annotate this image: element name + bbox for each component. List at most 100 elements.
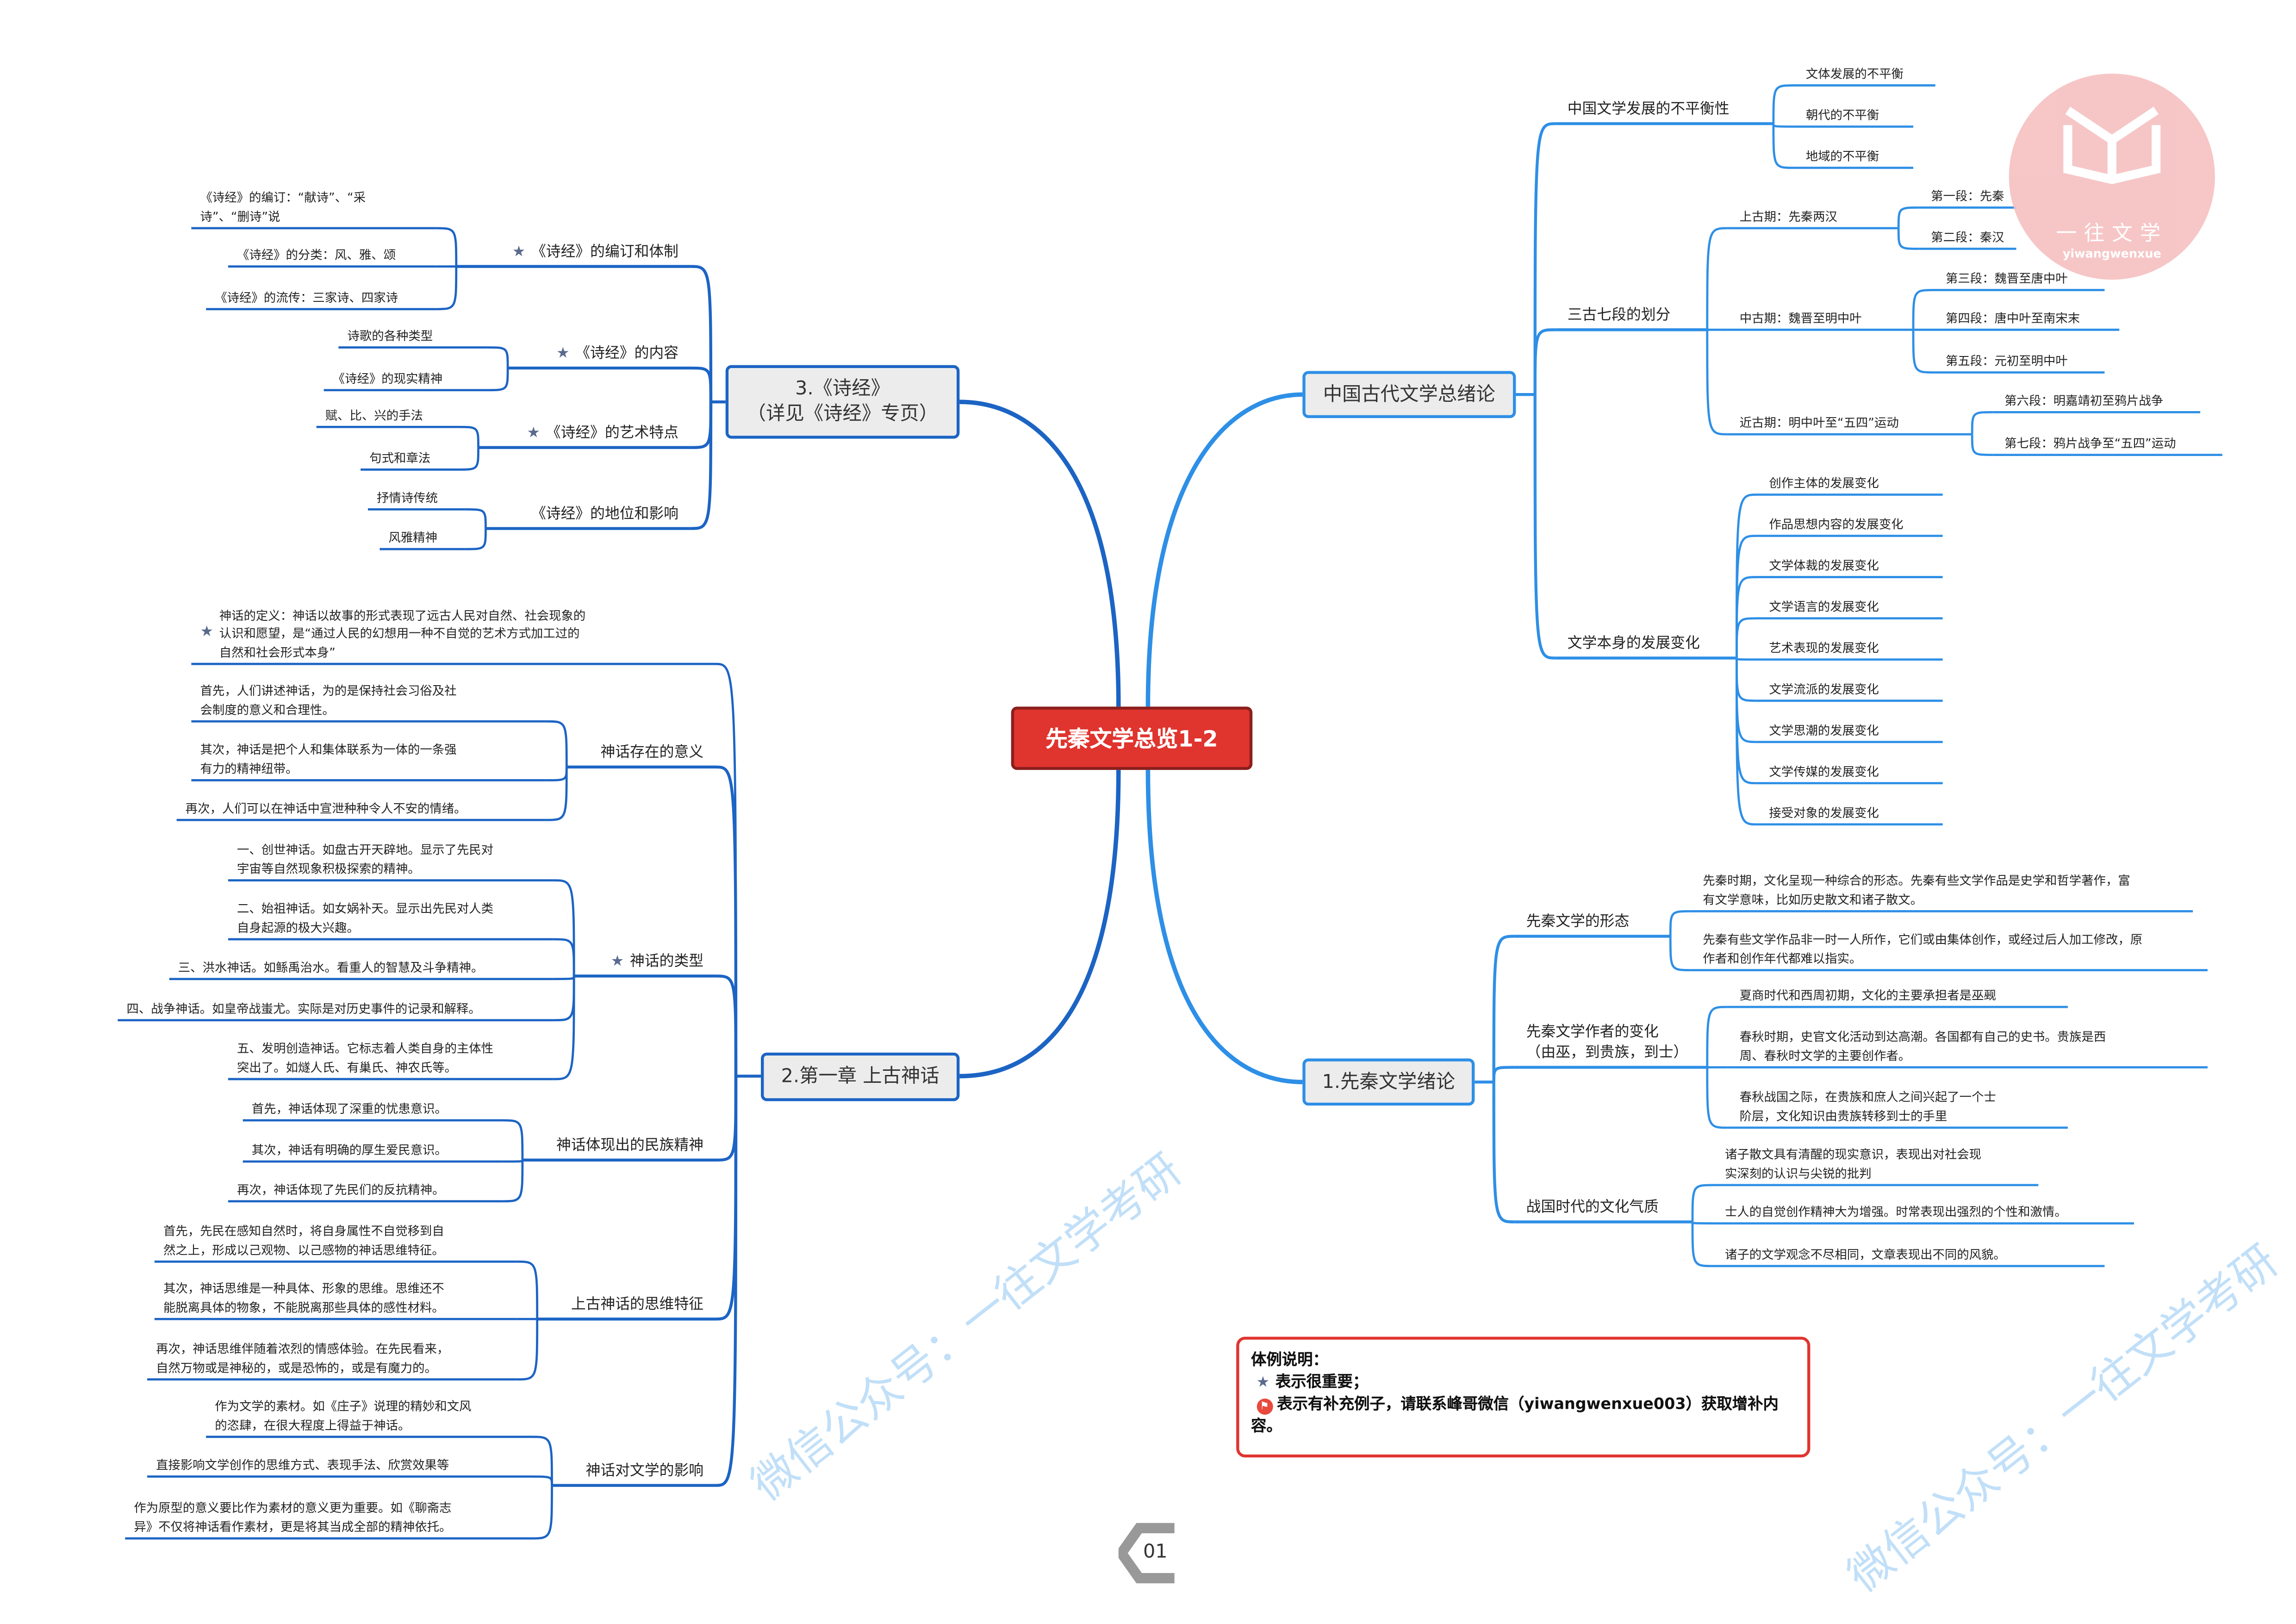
- node-text-line: 先秦时期，文化呈现一种综合的形态。先秦有些文学作品是史学和哲学著作，富: [1703, 873, 2130, 888]
- node-text-line: 抒情诗传统: [377, 489, 438, 505]
- subtopic-node[interactable]: 第四段：唐中叶至南宋末: [1946, 308, 2080, 327]
- subtopic-node[interactable]: 其次，神话有明确的厚生爱民意识。: [252, 1140, 447, 1159]
- subtopic-node[interactable]: 作为文学的素材。如《庄子》说理的精妙和文风的恣肆，在很大程度上得益于神话。: [215, 1397, 471, 1434]
- node-text-line: 实深刻的认识与尖锐的批判: [1724, 1165, 1872, 1180]
- subtopic-node[interactable]: 近古期：明中叶至“五四”运动: [1740, 413, 1899, 431]
- branch-connector: [959, 400, 1121, 707]
- subtopic-node[interactable]: 第六段：明嘉靖初至鸦片战争: [2004, 391, 2163, 409]
- central-topic[interactable]: 先秦文学总览1-2: [1011, 706, 1253, 770]
- subtopic-node[interactable]: 文体发展的不平衡: [1806, 64, 1904, 82]
- subtopic-node[interactable]: 第二段：秦汉: [1931, 227, 2004, 246]
- subtopic-node[interactable]: 再次，神话思维伴随着浓烈的情感体验。在先民看来，自然万物或是神秘的，或是恐怖的，…: [156, 1340, 449, 1377]
- subtopic-node[interactable]: 《诗经》的分类：风、雅、颂: [237, 245, 396, 263]
- subtopic-node[interactable]: 夏商时代和西周初期，文化的主要承担者是巫觋: [1740, 986, 1996, 1004]
- subtopic-node[interactable]: 三、洪水神话。如鲧禹治水。看重人的智慧及斗争精神。: [178, 958, 484, 976]
- subtopic-node[interactable]: 春秋时期，史官文化活动到达高潮。各国都有自己的史书。贵族是西周、春秋时文学的主要…: [1740, 1028, 2106, 1065]
- node-text-line: 突出了。如燧人氏、有巢氏、神农氏等。: [236, 1059, 457, 1074]
- node-text-line: 艺术表现的发展变化: [1769, 639, 1879, 655]
- subtopic-node[interactable]: 首先，人们讲述神话，为的是保持社会习俗及社会制度的意义和合理性。: [200, 681, 456, 718]
- node-text-line: 近古期：明中叶至“五四”运动: [1739, 414, 1899, 429]
- branch-shijing[interactable]: 3.《诗经》 （详见《诗经》专页）: [725, 365, 960, 439]
- connector: [690, 402, 713, 449]
- topic-node[interactable]: ★《诗经》的编订和体制: [512, 243, 678, 264]
- subtopic-node[interactable]: 《诗经》的流传：三家诗、四家诗: [215, 288, 398, 306]
- subtopic-node[interactable]: 先秦有些文学作品非一时一人所作，它们或由集体创作，或经过后人加工修改，原作者和创…: [1703, 931, 2142, 968]
- subtopic-node[interactable]: 作为原型的意义要比作为素材的意义更为重要。如《聊斋志异》不仅将神话看作素材，更是…: [134, 1499, 451, 1536]
- subtopic-node[interactable]: 创作主体的发展变化: [1769, 473, 1879, 492]
- subtopic-node[interactable]: 先秦时期，文化呈现一种综合的形态。先秦有些文学作品是史学和哲学著作，富有文学意味…: [1703, 872, 2130, 909]
- subtopic-node[interactable]: 士人的自觉创作精神大为增强。时常表现出强烈的个性和激情。: [1725, 1202, 2067, 1220]
- subtopic-node[interactable]: 一、创世神话。如盘古开天辟地。显示了先民对宇宙等自然现象积极探索的精神。: [237, 841, 493, 878]
- topic-node[interactable]: ★《诗经》的内容: [556, 344, 678, 365]
- subtopic-node[interactable]: ★神话的定义：神话以故事的形式表现了远古人民对自然、社会现象的认识和愿望，是“通…: [200, 606, 585, 661]
- subtopic-node[interactable]: 文学流派的发展变化: [1769, 680, 1879, 698]
- flag-icon: ⚑: [1256, 1399, 1273, 1415]
- topic-node[interactable]: 神话体现出的民族精神: [556, 1137, 703, 1157]
- subtopic-node[interactable]: 诸子散文具有清醒的现实意识，表现出对社会现实深刻的认识与尖锐的批判: [1725, 1145, 1981, 1182]
- subtopic-node[interactable]: 《诗经》的现实精神: [333, 369, 443, 387]
- subtopic-node[interactable]: 文学体裁的发展变化: [1769, 556, 1879, 574]
- node-text-line: 春秋时期，史官文化活动到达高潮。各国都有自己的史书。贵族是西: [1739, 1029, 2106, 1044]
- topic-node[interactable]: ★《诗经》的艺术特点: [527, 424, 678, 445]
- subtopic-node[interactable]: 诗歌的各种类型: [347, 326, 433, 344]
- node-text-line: 神话体现出的民族精神: [556, 1138, 704, 1155]
- subtopic-node[interactable]: 中古期：魏晋至明中叶: [1740, 308, 1862, 327]
- topic-node[interactable]: 中国文学发展的不平衡性: [1568, 100, 1730, 121]
- node-text-line: 自然和社会形式本身”: [219, 644, 336, 659]
- subtopic-node[interactable]: 朝代的不平衡: [1806, 105, 1879, 124]
- subtopic-node[interactable]: 首先，神话体现了深重的忧患意识。: [252, 1099, 447, 1118]
- topic-node[interactable]: 三古七段的划分: [1568, 306, 1671, 327]
- node-text-line: 神话存在的意义: [600, 745, 704, 762]
- topic-node[interactable]: 神话对文学的影响: [586, 1462, 703, 1483]
- connector: [546, 720, 568, 767]
- topic-node[interactable]: 战国时代的文化气质: [1526, 1199, 1659, 1219]
- topic-node[interactable]: 上古神话的思维特征: [571, 1295, 703, 1316]
- subtopic-node[interactable]: 第一段：先秦: [1931, 186, 2004, 205]
- subtopic-node[interactable]: 五、发明创造神话。它标志着人类自身的主体性突出了。如燧人氏、有巢氏、神农氏等。: [237, 1039, 493, 1076]
- subtopic-node[interactable]: 第三段：魏晋至唐中叶: [1946, 269, 2068, 287]
- subtopic-node[interactable]: 文学传媒的发展变化: [1769, 762, 1879, 781]
- subtopic-node[interactable]: 其次，神话思维是一种具体、形象的思维。思维还不能脱离具体的物象，不能脱离那些具体…: [163, 1279, 444, 1316]
- branch-shenhua[interactable]: 2.第一章 上古神话: [761, 1052, 960, 1101]
- branch-xianqin[interactable]: 1.先秦文学绪论: [1302, 1058, 1475, 1106]
- subtopic-node[interactable]: 二、始祖神话。如女娲补天。显示出先民对人类自身起源的极大兴趣。: [237, 899, 493, 937]
- node-text-line: 其次，神话是把个人和集体联系为一体的一条强: [200, 742, 457, 757]
- node-text-line: 文学体裁的发展变化: [1769, 557, 1879, 572]
- subtopic-node[interactable]: 艺术表现的发展变化: [1769, 638, 1879, 657]
- subtopic-node[interactable]: 第五段：元初至明中叶: [1946, 351, 2068, 369]
- subtopic-node[interactable]: 第七段：鸦片战争至“五四”运动: [2004, 434, 2176, 452]
- subtopic-node[interactable]: 抒情诗传统: [377, 488, 438, 506]
- subtopic-node[interactable]: 地域的不平衡: [1806, 146, 1879, 165]
- topic-node[interactable]: 先秦文学的形态: [1526, 913, 1630, 934]
- subtopic-node[interactable]: 诸子的文学观念不尽相同，文章表现出不同的风貌。: [1725, 1245, 2006, 1263]
- connector: [516, 1260, 539, 1319]
- connector: [531, 1436, 553, 1486]
- subtopic-node[interactable]: 《诗经》的编订：“献诗”、“采诗”、“删诗”说: [200, 188, 366, 225]
- topic-node[interactable]: 《诗经》的地位和影响: [531, 505, 678, 526]
- node-text-line: 然之上，形成以己观物、以己感物的神话思维特征。: [163, 1242, 444, 1257]
- subtopic-node[interactable]: 四、战争神话。如皇帝战蚩尤。实际是对历史事件的记录和解释。: [126, 999, 480, 1018]
- topic-node[interactable]: 神话存在的意义: [600, 743, 703, 764]
- branch-connector: [1145, 770, 1303, 1085]
- subtopic-node[interactable]: 直接影响文学创作的思维方式、表现手法、欣赏效果等: [156, 1455, 449, 1474]
- branch-zongxulun[interactable]: 中国古代文学总绪论: [1302, 371, 1516, 418]
- topic-node[interactable]: 先秦文学作者的变化（由巫，到贵族，到士）: [1526, 1023, 1688, 1064]
- subtopic-node[interactable]: 赋、比、兴的手法: [325, 406, 423, 424]
- subtopic-node[interactable]: 句式和章法: [369, 448, 430, 467]
- subtopic-node[interactable]: 文学思潮的发展变化: [1769, 721, 1879, 739]
- subtopic-node[interactable]: 再次，神话体现了先民们的反抗精神。: [237, 1180, 445, 1199]
- subtopic-node[interactable]: 其次，神话是把个人和集体联系为一体的一条强有力的精神纽带。: [200, 741, 456, 778]
- node-text-line: 神话对文学的影响: [585, 1463, 704, 1480]
- subtopic-node[interactable]: 上古期：先秦两汉: [1740, 207, 1837, 225]
- subtopic-node[interactable]: 文学语言的发展变化: [1769, 597, 1879, 615]
- topic-node[interactable]: 文学本身的发展变化: [1568, 635, 1700, 656]
- subtopic-node[interactable]: 再次，人们可以在神话中宣泄种种令人不安的情绪。: [186, 799, 467, 817]
- subtopic-node[interactable]: 接受对象的发展变化: [1769, 803, 1879, 822]
- subtopic-node[interactable]: 作品思想内容的发展变化: [1769, 514, 1903, 533]
- topic-node[interactable]: ★神话的类型: [611, 952, 703, 973]
- subtopic-node[interactable]: 春秋战国之际，在贵族和庶人之间兴起了一个士阶层，文化知识由贵族转移到士的手里: [1740, 1088, 1996, 1125]
- node-text-line: 再次，神话思维伴随着浓烈的情感体验。在先民看来，: [156, 1341, 449, 1356]
- subtopic-node[interactable]: 首先，先民在感知自然时，将自身属性不自觉移到自然之上，形成以己观物、以己感物的神…: [163, 1222, 444, 1259]
- subtopic-node[interactable]: 风雅精神: [389, 528, 438, 546]
